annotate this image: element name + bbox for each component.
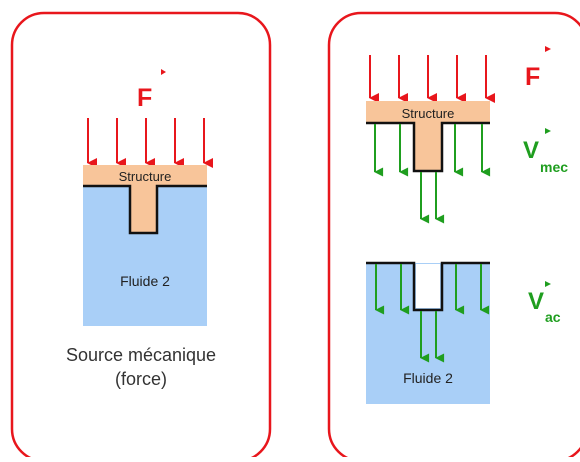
right-vac-subscript: ac [545, 309, 561, 325]
left-structure [83, 165, 207, 233]
left-structure-label: Structure [119, 169, 172, 184]
right-fluid-label: Fluide 2 [403, 370, 453, 386]
right-structure-outline [366, 121, 490, 173]
right-force-arrows [369, 55, 495, 103]
right-vmec-vector-tick [545, 128, 551, 134]
right-force-vector-tick [545, 46, 551, 52]
right-vac-arrows [375, 264, 490, 363]
left-caption-line1: Source mécanique [66, 345, 216, 365]
right-vac-symbol: V [528, 288, 544, 315]
right-vmec-arrows [374, 124, 491, 224]
left-fluid-label: Fluide 2 [120, 273, 170, 289]
right-fluid-notch [416, 264, 440, 308]
left-force-arrows [87, 118, 213, 168]
left-force-vector-tick [161, 69, 166, 75]
left-force-symbol: F [137, 84, 152, 112]
right-structure [366, 101, 490, 171]
right-fluid-outline [366, 261, 490, 312]
right-vac-vector-tick [545, 281, 551, 287]
right-structure-label: Structure [402, 106, 455, 121]
left-caption-line2: (force) [115, 369, 167, 389]
right-vmec-subscript: mec [540, 159, 568, 175]
left-panel: F Structure Fluide 2 Source mécanique (f… [10, 11, 272, 462]
left-structure-outline [83, 184, 207, 235]
right-force-symbol: F [525, 63, 540, 91]
right-vmec-symbol: V [523, 137, 539, 164]
right-panel: Structure Fluide 2 F V me [327, 11, 580, 462]
